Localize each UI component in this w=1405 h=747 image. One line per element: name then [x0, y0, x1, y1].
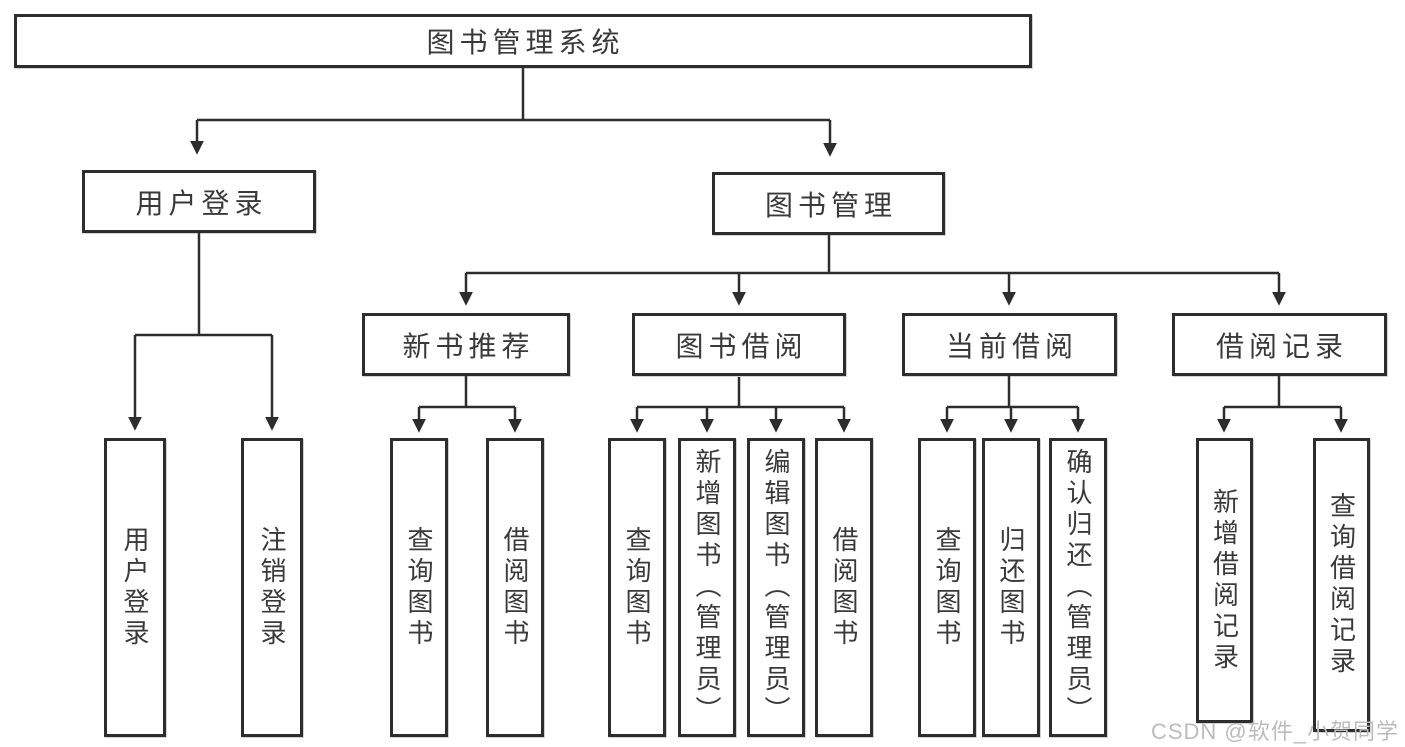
node-book-borrowing: 图书借阅 [632, 313, 846, 376]
leaf-query-books-borrowing: 查询图书 [608, 438, 666, 737]
node-label: 图书管理 [764, 189, 897, 221]
node-label: 查询图书 [622, 525, 652, 650]
node-new-book-recommendation: 新书推荐 [362, 313, 570, 376]
node-label: 用户登录 [135, 187, 268, 219]
node-label: 新增图书（管理员） [692, 448, 722, 727]
node-label: 图书借阅 [675, 330, 808, 362]
node-label: 查询图书 [404, 525, 434, 650]
node-user-login: 用户登录 [82, 170, 316, 233]
node-label: 注销登录 [257, 525, 287, 650]
leaf-confirm-return-admin: 确认归还（管理员） [1049, 438, 1107, 737]
node-borrowing-records: 借阅记录 [1172, 313, 1387, 376]
node-current-borrowing: 当前借阅 [902, 313, 1117, 376]
node-label: 查询借阅记录 [1326, 492, 1357, 678]
leaf-query-borrow-record: 查询借阅记录 [1313, 438, 1370, 732]
node-label: 新增借阅记录 [1209, 487, 1240, 674]
connector-arrows [128, 120, 1348, 433]
node-label: 确认归还（管理员） [1063, 448, 1093, 727]
node-label: 查询图书 [932, 525, 962, 650]
node-label: 编辑图书（管理员） [761, 448, 791, 727]
node-label: 用户登录 [120, 525, 150, 650]
leaf-add-books-admin: 新增图书（管理员） [678, 438, 736, 737]
leaf-add-borrow-record: 新增借阅记录 [1196, 438, 1253, 723]
leaf-return-books: 归还图书 [982, 438, 1040, 737]
leaf-user-login: 用户登录 [104, 438, 166, 737]
leaf-edit-books-admin: 编辑图书（管理员） [747, 438, 805, 737]
node-label: 借阅记录 [1215, 330, 1348, 362]
node-book-management: 图书管理 [712, 172, 945, 235]
node-label: 归还图书 [996, 525, 1026, 650]
leaf-logout: 注销登录 [241, 438, 303, 737]
leaf-borrow-books-recommend: 借阅图书 [486, 438, 544, 737]
node-label: 图书管理系统 [426, 27, 625, 58]
csdn-watermark: CSDN @软件_小贺同学 [1150, 719, 1399, 744]
node-label: 借阅图书 [829, 525, 859, 650]
leaf-borrow-books: 借阅图书 [815, 438, 873, 737]
node-label: 借阅图书 [500, 525, 530, 650]
node-label: 新书推荐 [402, 330, 535, 362]
node-library-management-system: 图书管理系统 [14, 14, 1032, 68]
node-label: 当前借阅 [945, 330, 1078, 362]
leaf-query-books-current: 查询图书 [918, 438, 976, 737]
leaf-query-books-recommend: 查询图书 [390, 438, 448, 737]
